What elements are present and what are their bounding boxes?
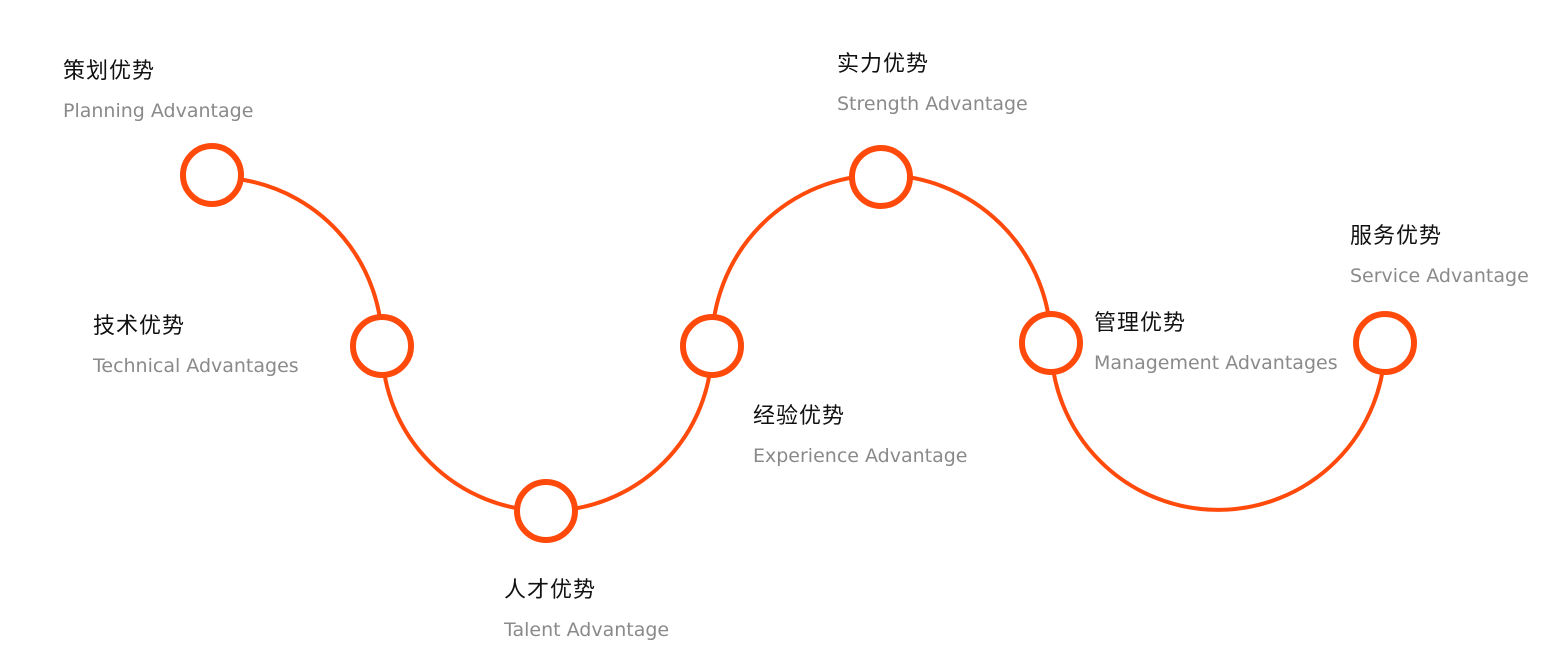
label-service: 服务优势 Service Advantage — [1350, 223, 1529, 289]
advantage-subtitle: Planning Advantage — [63, 100, 254, 122]
label-management: 管理优势 Management Advantages — [1094, 310, 1338, 376]
label-technical: 技术优势 Technical Advantages — [93, 313, 299, 379]
connector-management-service — [1049, 341, 1387, 512]
advantage-title: 管理优势 — [1094, 311, 1187, 336]
advantage-title: 服务优势 — [1350, 224, 1443, 249]
advantage-title: 技术优势 — [93, 314, 186, 339]
advantage-subtitle: Experience Advantage — [753, 445, 968, 467]
advantage-title: 人才优势 — [504, 578, 597, 603]
label-planning: 策划优势 Planning Advantage — [63, 58, 253, 124]
node-technical — [350, 314, 414, 378]
advantage-title: 策划优势 — [63, 59, 156, 84]
node-planning — [180, 143, 244, 207]
node-experience — [680, 314, 744, 378]
node-management — [1019, 311, 1083, 375]
advantage-subtitle: Technical Advantages — [93, 355, 299, 377]
advantage-subtitle: Strength Advantage — [837, 93, 1028, 115]
advantage-subtitle: Service Advantage — [1350, 265, 1529, 287]
label-experience: 经验优势 Experience Advantage — [753, 403, 968, 469]
label-talent: 人才优势 Talent Advantage — [504, 577, 669, 643]
advantage-subtitle: Talent Advantage — [504, 619, 670, 641]
node-service — [1353, 311, 1417, 375]
advantage-title: 实力优势 — [837, 52, 930, 77]
advantage-title: 经验优势 — [753, 404, 846, 429]
node-strength — [849, 145, 913, 209]
label-strength: 实力优势 Strength Advantage — [837, 51, 1028, 117]
node-talent — [514, 479, 578, 543]
advantage-subtitle: Management Advantages — [1094, 352, 1338, 374]
